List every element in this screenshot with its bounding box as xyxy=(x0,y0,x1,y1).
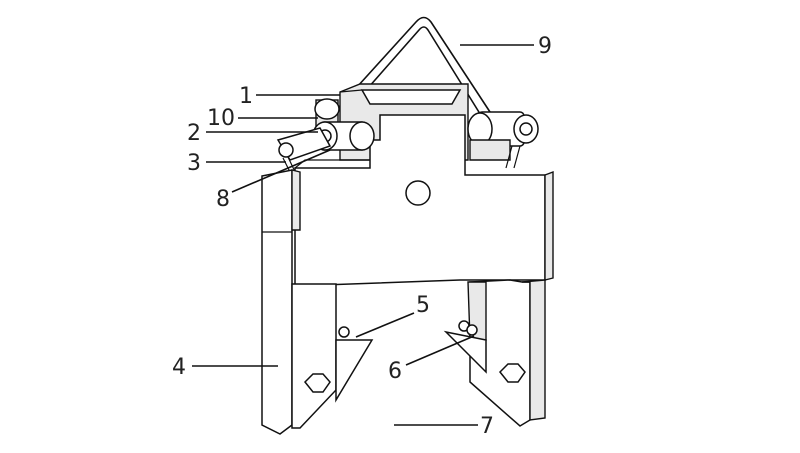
label-2: 2 xyxy=(187,121,201,146)
label-4: 4 xyxy=(172,355,186,380)
label-6: 6 xyxy=(388,359,402,384)
right-roller-assembly xyxy=(467,111,539,169)
label-1: 1 xyxy=(239,84,253,109)
center-hole xyxy=(405,180,431,206)
left-jaw xyxy=(335,326,374,403)
label-3: 3 xyxy=(187,151,201,176)
label-7: 7 xyxy=(480,414,494,439)
leader-6 xyxy=(405,335,475,366)
label-9: 9 xyxy=(538,34,552,59)
right-jaw xyxy=(443,281,487,374)
leader-8 xyxy=(231,149,331,193)
leader-5 xyxy=(355,312,415,338)
label-10: 10 xyxy=(207,106,235,131)
label-5: 5 xyxy=(416,293,430,318)
leader-lines xyxy=(192,44,534,426)
left-leg xyxy=(261,169,337,435)
label-8: 8 xyxy=(216,187,230,212)
lifting-handle xyxy=(337,16,491,118)
